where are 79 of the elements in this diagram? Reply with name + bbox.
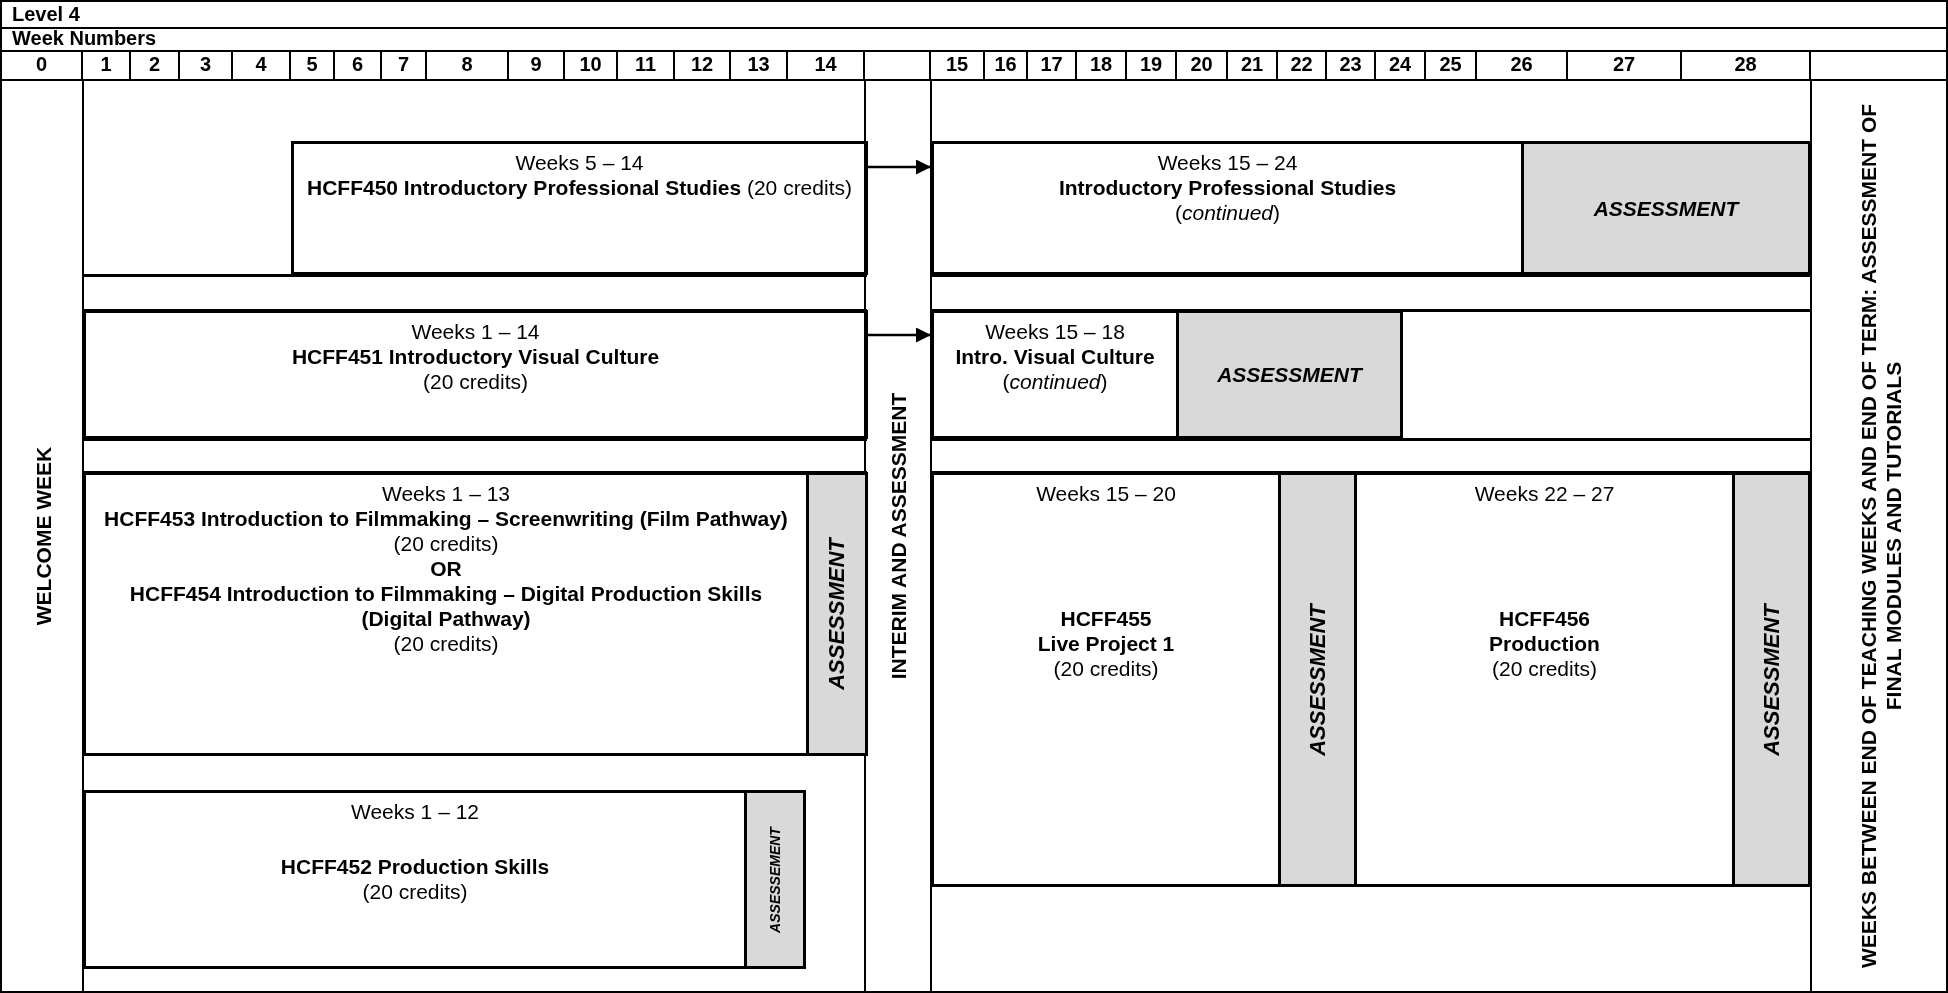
week-number: 6: [351, 53, 364, 76]
week-number: 2: [148, 53, 161, 76]
module-text: (continued): [1002, 369, 1108, 394]
weeks-label: Weeks 15 – 24: [1157, 150, 1298, 175]
module-text: (20 credits): [1492, 656, 1597, 681]
module-text: (20 credits): [393, 531, 499, 556]
assessment-label: ASSESSMENT: [824, 535, 850, 692]
week-number: 14: [814, 53, 837, 76]
weeks-label: Weeks 1 – 13: [382, 481, 510, 506]
week-number: 13: [747, 53, 770, 76]
assessment-box: [806, 472, 868, 756]
module-text: (20 credits): [423, 369, 528, 394]
week-number: 11: [634, 53, 657, 76]
weeks-label: Weeks 5 – 14: [515, 150, 644, 175]
week-number: 0: [35, 53, 48, 76]
arrow: [868, 159, 931, 175]
weeks-label: Weeks 1 – 12: [351, 799, 479, 824]
week-number: 20: [1190, 53, 1213, 76]
week-number: 19: [1139, 53, 1163, 76]
week-number: 15: [945, 53, 969, 76]
assessment-box: [1278, 472, 1357, 887]
week-number: 3: [199, 53, 212, 76]
week-number: 21: [1240, 53, 1264, 76]
assessment-label: ASSESSEMENT: [766, 825, 784, 935]
period-label: WEEKS BETWEEN END OF TEACHING WEEKS AND END OF TERM: ASSESSMENT OF FINAL MODULES AND TUTORIALS: [1855, 102, 1906, 971]
period-label: INTERIM AND ASSESSMENT: [885, 391, 911, 682]
week-number: 23: [1339, 53, 1362, 76]
assessment-label: ASSESSMENT: [1593, 195, 1739, 221]
week-number: 16: [994, 53, 1017, 76]
week-number: 5: [306, 53, 318, 76]
week-number: 1: [100, 53, 112, 76]
week-number: 22: [1290, 53, 1313, 76]
module-text: Introductory Professional Studies: [1058, 175, 1397, 200]
weeks-label: Weeks 15 – 20: [1036, 481, 1176, 506]
period-label: WELCOME WEEK: [30, 445, 55, 628]
assessment-label: ASSESSMENT: [1304, 601, 1331, 758]
module-text: HCFF456: [1499, 606, 1590, 631]
module-text: HCFF452 Production Skills: [280, 854, 550, 879]
week-number: 25: [1439, 53, 1462, 76]
module-text: Intro. Visual Culture: [955, 344, 1155, 369]
module-text: OR: [430, 556, 462, 581]
assessment-box: [744, 790, 806, 969]
module-text: (20 credits): [1053, 656, 1159, 681]
assessment-label: ASSESSMENT: [1758, 601, 1785, 758]
week-number: 24: [1388, 53, 1412, 76]
weeks-label: Weeks 1 – 14: [411, 319, 540, 344]
module-box: [83, 310, 868, 439]
week-number: 26: [1510, 53, 1533, 76]
week-number: 8: [461, 53, 473, 76]
weeks-label: Weeks 15 – 18: [985, 319, 1125, 344]
module-text: (20 credits): [362, 879, 468, 904]
week-number: 28: [1734, 53, 1757, 76]
assessment-box: [1176, 310, 1403, 439]
week-number: 18: [1089, 53, 1113, 76]
arrow: [868, 327, 931, 343]
weeks-label: Weeks 22 – 27: [1474, 481, 1615, 506]
week-number: 12: [690, 53, 714, 76]
module-text: Production: [1489, 631, 1600, 656]
week-number: 17: [1040, 53, 1063, 76]
assessment-label: ASSESSMENT: [1217, 362, 1362, 387]
module-text: HCFF455: [1060, 606, 1152, 631]
level-heading: Level 4: [12, 3, 80, 26]
week-number: 27: [1612, 53, 1636, 76]
module-box: [291, 141, 868, 275]
module-box: [931, 141, 1524, 275]
week-number: 10: [579, 53, 602, 76]
module-text: HCFF454 Introduction to Filmmaking – Digital Production Skills (Digital Pathway): [128, 581, 764, 631]
module-text: HCFF451 Introductory Visual Culture: [291, 344, 660, 369]
module-text: Live Project 1: [1037, 631, 1175, 656]
assessment-box: [1521, 141, 1811, 275]
module-text: (continued): [1174, 200, 1281, 225]
week-number: 4: [255, 53, 267, 76]
week-number: 9: [530, 53, 542, 76]
week-number: 7: [397, 53, 410, 76]
assessment-box: [1732, 472, 1811, 887]
module-text: HCFF450 Introductory Professional Studies (20 credits): [307, 175, 852, 200]
module-text: (20 credits): [393, 631, 499, 656]
row-heading: Week Numbers: [12, 27, 157, 50]
module-text: HCFF453 Introduction to Filmmaking – Screenwriting (Film Pathway): [104, 506, 788, 531]
